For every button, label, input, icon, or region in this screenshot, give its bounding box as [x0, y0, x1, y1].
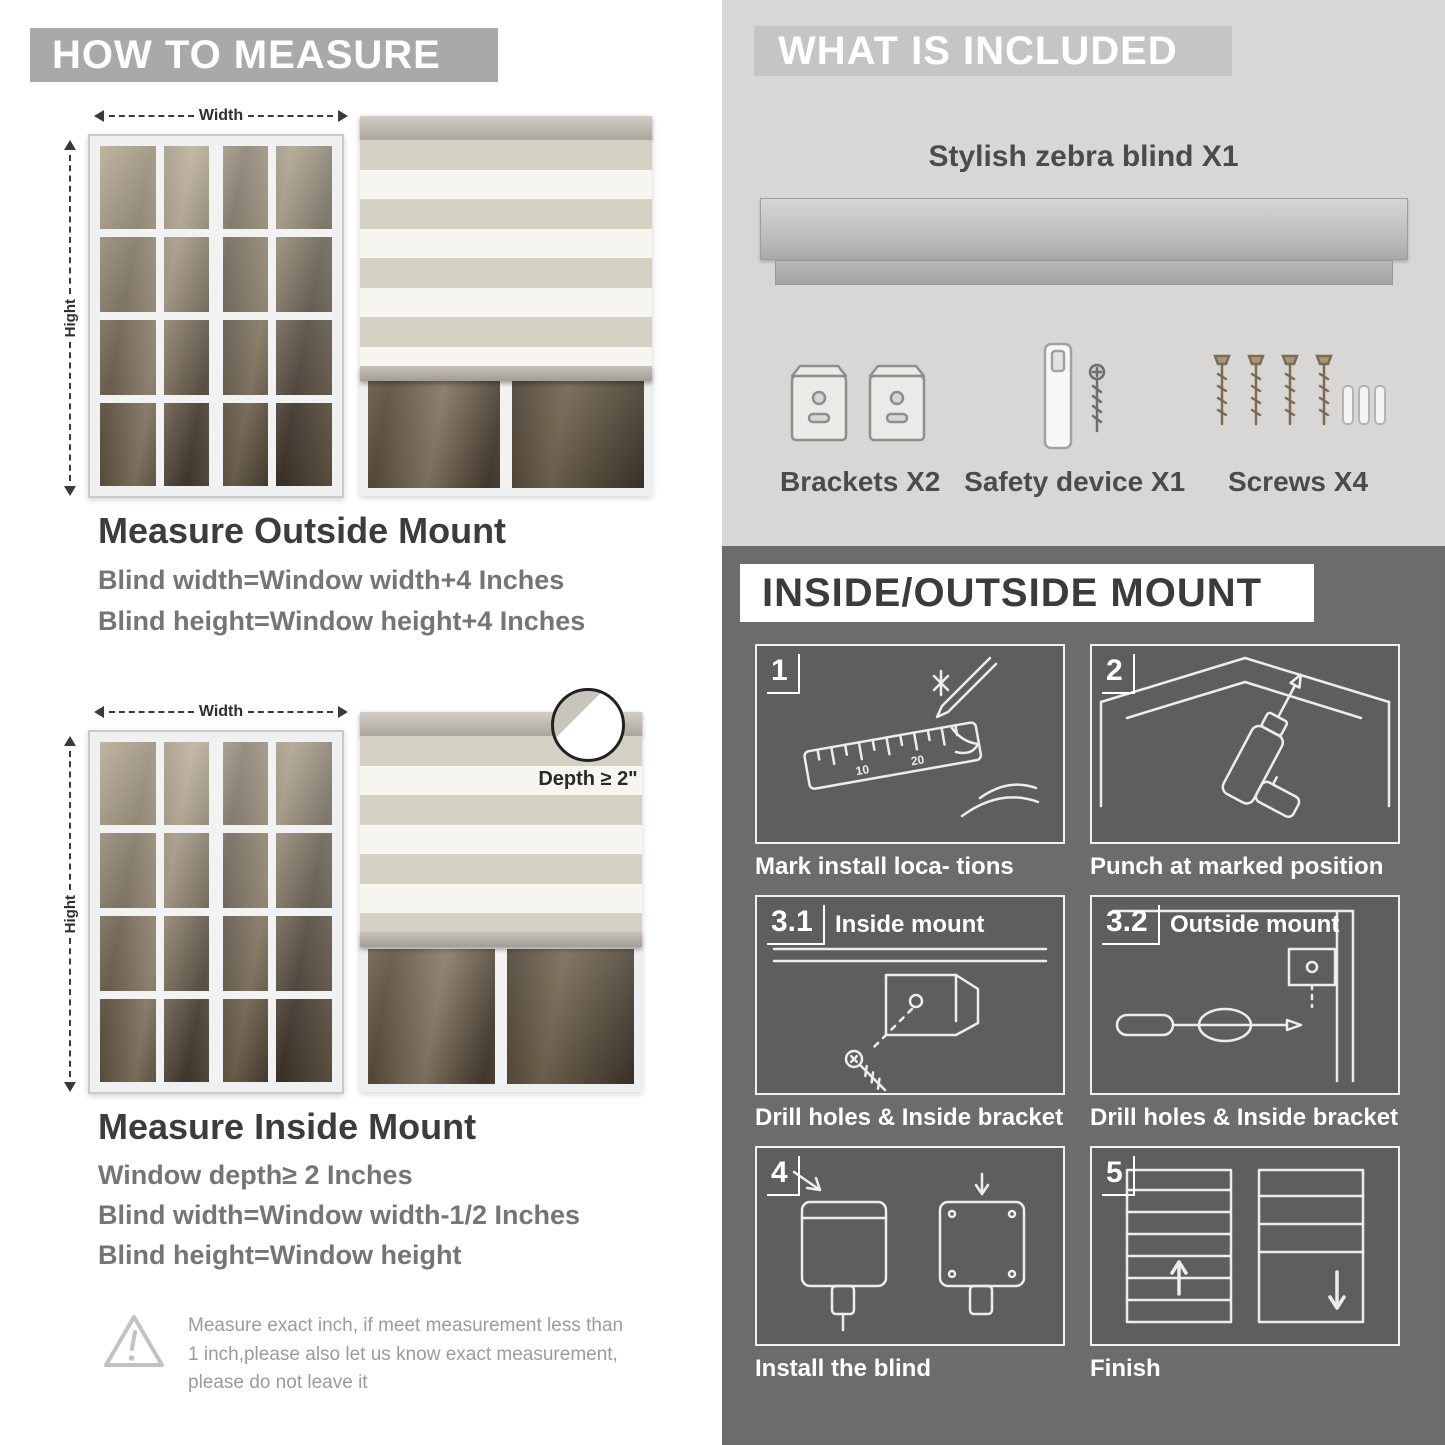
width-arrow: Width: [94, 702, 348, 722]
outside-formula-height: Blind height=Window height+4 Inches: [98, 606, 586, 636]
inside-formula-depth: Window depth≥ 2 Inches: [98, 1160, 413, 1190]
depth-magnifier-circle-icon: [551, 688, 625, 762]
blind-bottomrail: [360, 366, 652, 381]
step-number: 5: [1102, 1156, 1135, 1196]
screws-label: Screws X4: [1227, 466, 1369, 497]
step-title: Inside mount: [835, 911, 985, 938]
safety-device-icon: [1043, 342, 1105, 450]
install-blind-illustration: [792, 1170, 1026, 1332]
step-4: 4 Install the blind: [755, 1146, 1065, 1384]
included-item-brackets: Brackets X2: [780, 330, 940, 498]
height-label: Hight: [61, 894, 79, 934]
height-arrow: Hight: [60, 140, 80, 497]
step-5-panel: 5: [1090, 1146, 1400, 1346]
what-is-included-section: WHAT IS INCLUDED Stylish zebra blind X1 …: [722, 0, 1445, 546]
height-label: Hight: [61, 298, 79, 338]
included-items-row: Brackets X2 Safety device X1: [780, 330, 1387, 498]
step-caption: Punch at marked position: [1090, 853, 1384, 880]
step-number: 3.2: [1102, 905, 1160, 945]
window-measure-figure-outside: Width Hight: [58, 100, 350, 502]
brackets-label: Brackets X2: [780, 466, 941, 497]
warning-text: Measure exact inch, if meet measurement …: [188, 1315, 624, 1393]
safety-device-label: Safety device X1: [964, 466, 1186, 497]
blind-fabric: [360, 736, 642, 932]
step-number: 2: [1102, 654, 1135, 694]
headrail-valance: [775, 260, 1393, 285]
step-5: 5 Finish: [1090, 1146, 1400, 1384]
svg-text:20: 20: [910, 752, 926, 768]
inside-mount-title: Measure Inside Mount: [98, 1106, 477, 1147]
window-photo: [88, 134, 344, 498]
inside-formula-height: Blind height=Window height: [98, 1240, 462, 1270]
step-caption: Drill holes & Inside bracket: [1090, 1104, 1399, 1131]
outside-formula-width: Blind width=Window width+4 Inches: [98, 565, 565, 595]
window-measure-figure-inside: Width Hight: [58, 696, 350, 1098]
arrowhead-up-icon: [64, 140, 76, 150]
step-title: Outside mount: [1170, 911, 1340, 938]
arrowhead-left-icon: [94, 706, 104, 718]
inside-formula-width: Blind width=Window width-1/2 Inches: [98, 1200, 581, 1230]
step-1-panel: 10 20 1: [755, 644, 1065, 844]
step-3-1-panel: 3.1 Inside mount: [755, 895, 1065, 1095]
window-grid: [100, 146, 332, 486]
finish-blinds-illustration: [1125, 1168, 1365, 1324]
window-photo: [88, 730, 344, 1094]
inside-bracket-illustration: [772, 947, 1048, 1092]
arrowhead-up-icon: [64, 736, 76, 746]
step-caption: Install the blind: [755, 1355, 932, 1382]
how-to-measure-header: HOW TO MEASURE: [30, 28, 498, 82]
zebra-blind: [360, 116, 652, 381]
included-item-screws: Screws X4: [1209, 330, 1387, 498]
window-grid: [100, 742, 332, 1082]
blind-cassette: [360, 116, 652, 140]
outside-mount-title: Measure Outside Mount: [98, 510, 507, 551]
blind-fabric: [360, 140, 652, 366]
step-1: 10 20 1 Mark install loca- tions: [755, 644, 1065, 882]
height-arrow: Hight: [60, 736, 80, 1093]
mount-section: INSIDE/OUTSIDE MOUNT 10 20: [722, 546, 1445, 1445]
step-2: 2 Punch at marked position: [1090, 644, 1400, 882]
mount-steps-grid: 10 20 1 Mark install loca- tions: [755, 644, 1400, 1384]
drill-illustration: [1099, 656, 1391, 819]
zebra-blind-figure-inside: Depth ≥ 2": [360, 688, 642, 1092]
depth-label: Depth ≥ 2": [538, 768, 638, 790]
width-label: Width: [198, 703, 244, 720]
mark-location-illustration: 10 20: [803, 656, 1040, 818]
step-4-panel: 4: [755, 1146, 1065, 1346]
warning-triangle-icon: [104, 1315, 164, 1367]
step-2-panel: 2: [1090, 644, 1400, 844]
arrowhead-right-icon: [338, 706, 348, 718]
arrowhead-down-icon: [64, 1082, 76, 1093]
zebra-blind-headrail-image: [760, 198, 1408, 285]
step-caption: Mark install loca- tions: [755, 853, 1014, 880]
step-caption: Finish: [1090, 1355, 1161, 1382]
step-number: 3.1: [767, 905, 825, 945]
step-3-2: 3.2 Outside mount Drill holes & Inside b…: [1090, 895, 1400, 1133]
outside-bracket-illustration: [1111, 909, 1355, 1083]
brackets-icon: [790, 364, 926, 442]
screws-icon: [1213, 354, 1386, 426]
svg-text:10: 10: [855, 762, 871, 778]
included-item-safety-device: Safety device X1: [964, 330, 1185, 498]
width-label: Width: [198, 107, 244, 124]
step-number: 1: [767, 654, 800, 694]
measure-warning: Measure exact inch, if meet measurement …: [102, 1312, 632, 1398]
blind-bottomrail: [360, 932, 642, 947]
step-number: 4: [767, 1156, 800, 1196]
what-is-included-header: WHAT IS INCLUDED: [754, 26, 1232, 76]
step-caption: Drill holes & Inside bracket: [755, 1104, 1064, 1131]
arrowhead-down-icon: [64, 486, 76, 497]
zebra-blind-figure-outside: [360, 116, 652, 496]
blind-item-title: Stylish zebra blind X1: [928, 140, 1239, 173]
width-arrow: Width: [94, 106, 348, 126]
step-3-1: 3.1 Inside mount Drill holes & Inside br…: [755, 895, 1065, 1133]
arrowhead-right-icon: [338, 110, 348, 122]
mount-header: INSIDE/OUTSIDE MOUNT: [740, 564, 1314, 622]
arrowhead-left-icon: [94, 110, 104, 122]
depth-callout: Depth ≥ 2": [518, 688, 658, 791]
step-3-2-panel: 3.2 Outside mount: [1090, 895, 1400, 1095]
